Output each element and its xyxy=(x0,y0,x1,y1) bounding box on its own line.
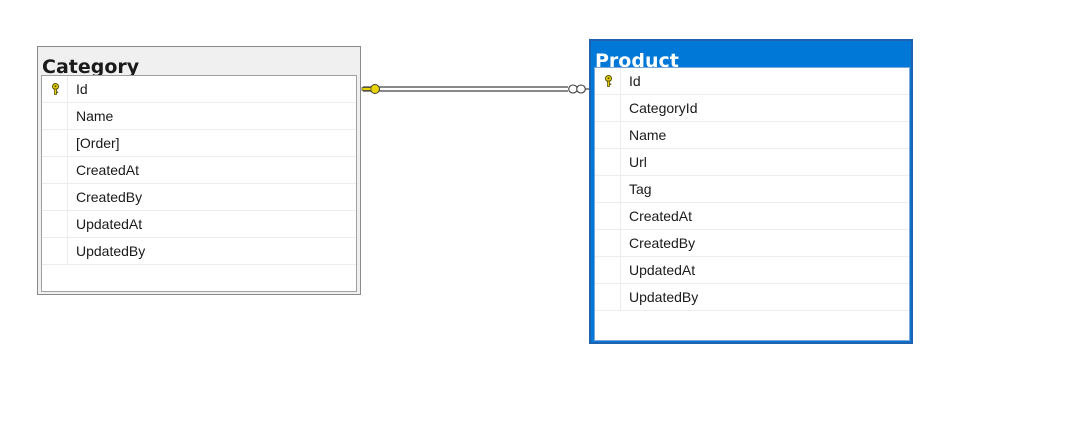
one-end-key-icon xyxy=(361,84,380,94)
row-selector xyxy=(42,130,68,156)
column-name: CreatedBy xyxy=(629,235,696,251)
column-name: CreatedBy xyxy=(76,189,143,205)
row-selector xyxy=(42,211,68,237)
row-selector xyxy=(595,257,621,283)
column-row[interactable]: [Order] xyxy=(42,130,356,157)
column-name: CreatedAt xyxy=(629,208,693,224)
column-row[interactable]: Id xyxy=(42,76,356,103)
table-title: Category xyxy=(42,56,140,75)
column-row[interactable]: Tag xyxy=(595,176,909,203)
row-selector xyxy=(42,157,68,183)
column-name: Id xyxy=(76,81,88,97)
many-end-infinity-icon xyxy=(568,84,590,94)
row-selector xyxy=(42,76,68,102)
row-selector xyxy=(595,68,621,94)
column-name: CreatedAt xyxy=(76,162,140,178)
row-selector xyxy=(42,103,68,129)
row-selector xyxy=(595,203,621,229)
row-selector xyxy=(595,230,621,256)
column-row[interactable]: Url xyxy=(595,149,909,176)
column-row[interactable]: Name xyxy=(595,122,909,149)
column-row[interactable]: Name xyxy=(42,103,356,130)
row-selector xyxy=(595,122,621,148)
column-name: Id xyxy=(629,73,641,89)
column-name: UpdatedBy xyxy=(76,243,146,259)
column-name: Name xyxy=(76,108,114,124)
column-name: Url xyxy=(629,154,647,170)
row-selector xyxy=(595,95,621,121)
column-name: [Order] xyxy=(76,135,120,151)
column-row[interactable]: UpdatedBy xyxy=(42,238,356,265)
column-row[interactable]: CategoryId xyxy=(595,95,909,122)
table-title: Product xyxy=(595,50,679,72)
row-selector xyxy=(595,149,621,175)
column-name: CategoryId xyxy=(629,100,698,116)
row-selector xyxy=(42,238,68,264)
column-name: Tag xyxy=(629,181,652,197)
column-row[interactable]: CreatedBy xyxy=(42,184,356,211)
column-row[interactable]: UpdatedAt xyxy=(595,257,909,284)
column-name: UpdatedAt xyxy=(76,216,143,232)
column-row[interactable]: CreatedBy xyxy=(595,230,909,257)
row-selector xyxy=(595,284,621,310)
column-row[interactable]: Id xyxy=(595,68,909,95)
column-name: UpdatedBy xyxy=(629,289,699,305)
row-selector xyxy=(595,176,621,202)
column-name: UpdatedAt xyxy=(629,262,696,278)
column-row[interactable]: CreatedAt xyxy=(42,157,356,184)
column-row[interactable]: UpdatedAt xyxy=(42,211,356,238)
column-name: Name xyxy=(629,127,667,143)
column-row[interactable]: CreatedAt xyxy=(595,203,909,230)
row-selector xyxy=(42,184,68,210)
column-row[interactable]: UpdatedBy xyxy=(595,284,909,311)
